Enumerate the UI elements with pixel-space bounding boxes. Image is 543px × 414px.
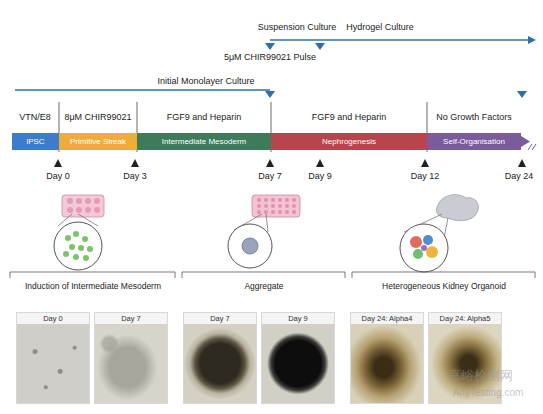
stage-segment: Self-Organisation [427,133,521,150]
watermark: 嘉峪检测网 [448,368,513,384]
culture-label: Initial Monolayer Culture [157,76,254,87]
panel-title: Day 0 [17,313,89,324]
stage-segment: Primitive Streak [59,133,137,150]
day-markers [54,159,526,167]
day-label: Day 12 [411,171,440,182]
medium-label: VTN/E8 [19,112,51,123]
culture-arrow [270,39,534,41]
micrograph-panel: Day 0 [16,312,90,404]
panel-title: Day 24: Alpha4 [351,313,423,324]
day-label: Day 0 [46,171,70,182]
marker-triangle [315,43,325,50]
micrograph-panel: Day 7 [183,312,257,404]
panel-title: Day 24: Alpha5 [429,313,501,324]
panel-title: Day 9 [262,313,334,324]
marker-triangle [265,91,275,98]
stage-segment: iPSC [12,133,59,150]
pulse-label: 5μM CHIR99021 Pulse [224,52,316,63]
stage-name: Self-Organisation [443,137,505,147]
day-label: Day 3 [123,171,147,182]
culture-label: Suspension Culture [258,22,337,33]
panel-title: Day 7 [184,313,256,324]
break-marks [528,144,536,150]
micrograph-panel: Day 24: Alpha4 [350,312,424,404]
panel-title: Day 7 [95,313,167,324]
medium-label: No Growth Factors [436,112,512,123]
micrograph-image [351,324,423,403]
micrograph-panel: Day 9 [261,312,335,404]
day-label: Day 24 [505,171,534,182]
medium-label: 8μM CHIR99021 [64,112,131,123]
monolayer-line [15,89,270,91]
stage-name: Intermediate Mesoderm [162,137,246,147]
section-label: Heterogeneous Kidney Organoid [382,281,506,292]
stage-segment: Intermediate Mesoderm [137,133,271,150]
stage-name: iPSC [26,137,44,147]
watermark: AnyTesting.com [453,386,524,399]
section-brackets [10,272,535,278]
day-label: Day 9 [308,171,332,182]
aggregate-illustration [228,195,300,268]
day-label: Day 7 [258,171,282,182]
marker-triangle [517,91,527,98]
micrograph-image [184,324,256,403]
medium-label: FGF9 and Heparin [312,112,387,123]
micrograph-image [95,324,167,403]
micrograph-image [262,324,334,403]
stage-dividers [59,102,427,152]
bar-tail [521,136,530,147]
medium-label: FGF9 and Heparin [167,112,242,123]
micrograph-image [17,324,89,403]
section-label: Aggregate [244,281,283,292]
organoid-illustration [400,195,478,272]
stage-segment: Nephrogenesis [271,133,427,150]
micrograph-panel: Day 7 [94,312,168,404]
marker-triangle [265,43,275,50]
culture-label: Hydrogel Culture [346,22,414,33]
plate-illustration [54,195,104,270]
stage-name: Nephrogenesis [322,137,376,147]
stage-name: Primitive Streak [70,137,126,147]
section-label: Induction of Intermediate Mesoderm [25,281,161,292]
